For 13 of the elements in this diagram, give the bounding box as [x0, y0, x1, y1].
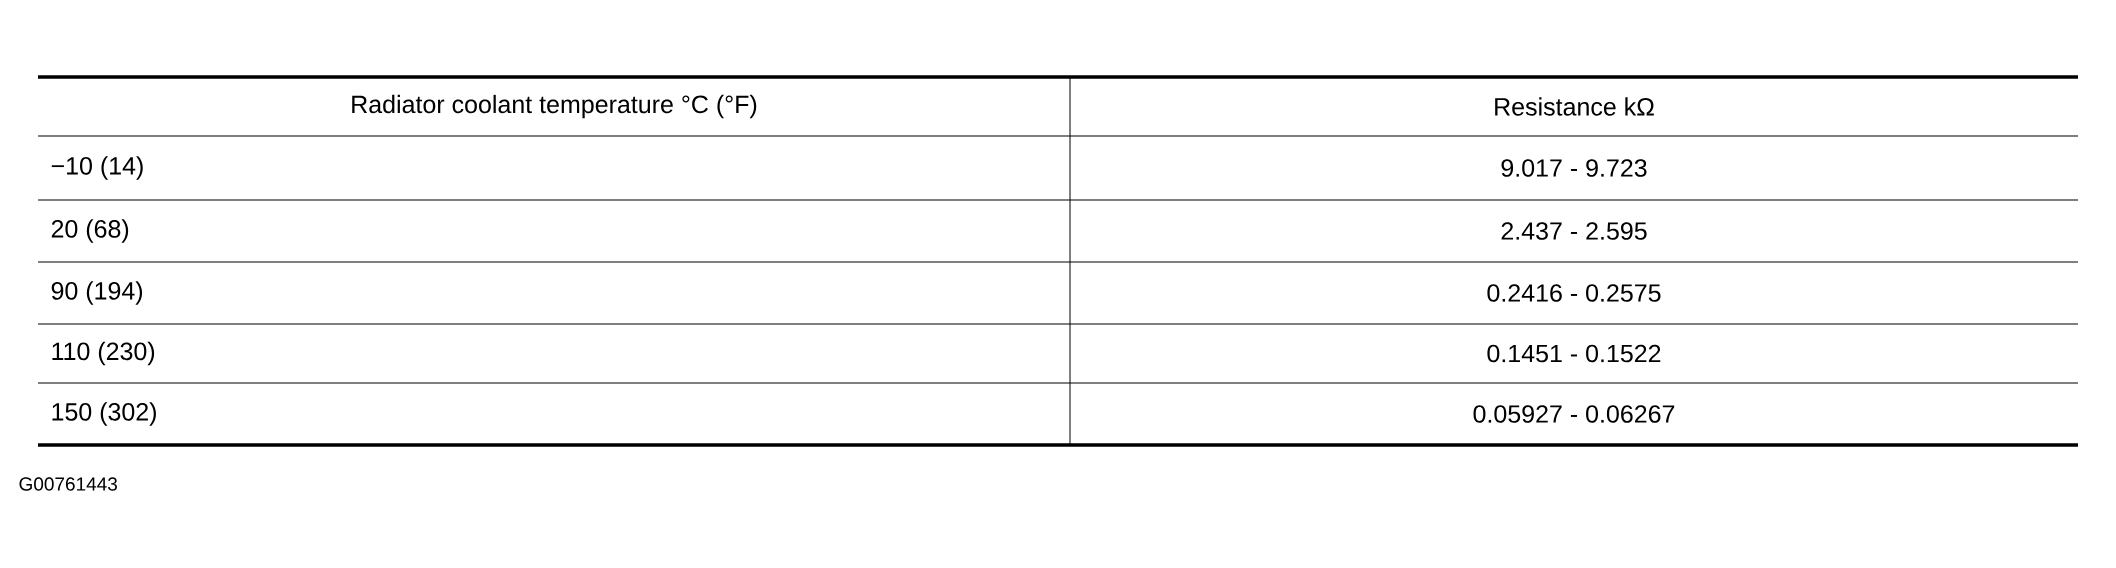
temperature-value: −10 (14) [51, 156, 143, 180]
column-header: Resistance kΩ [1495, 97, 1654, 116]
temperature-value: 110 (230) [52, 341, 155, 366]
resistance-value: 0.05927 - 0.06267 [1473, 405, 1675, 423]
temperature-value: 90 (194) [51, 281, 143, 305]
resistance-value: 0.2416 - 0.2575 [1487, 284, 1661, 302]
temperature-value: 150 (302) [52, 402, 156, 426]
resistance-value: 2.437 - 2.595 [1501, 222, 1647, 240]
figure-id: G00761443 [19, 477, 117, 491]
temperature-value: 20 (68) [51, 219, 129, 243]
resistance-value: 9.017 - 9.723 [1501, 159, 1647, 177]
column-header: Radiator coolant temperature °C (°F) [352, 94, 757, 119]
resistance-value: 0.1451 - 0.1522 [1487, 344, 1661, 363]
